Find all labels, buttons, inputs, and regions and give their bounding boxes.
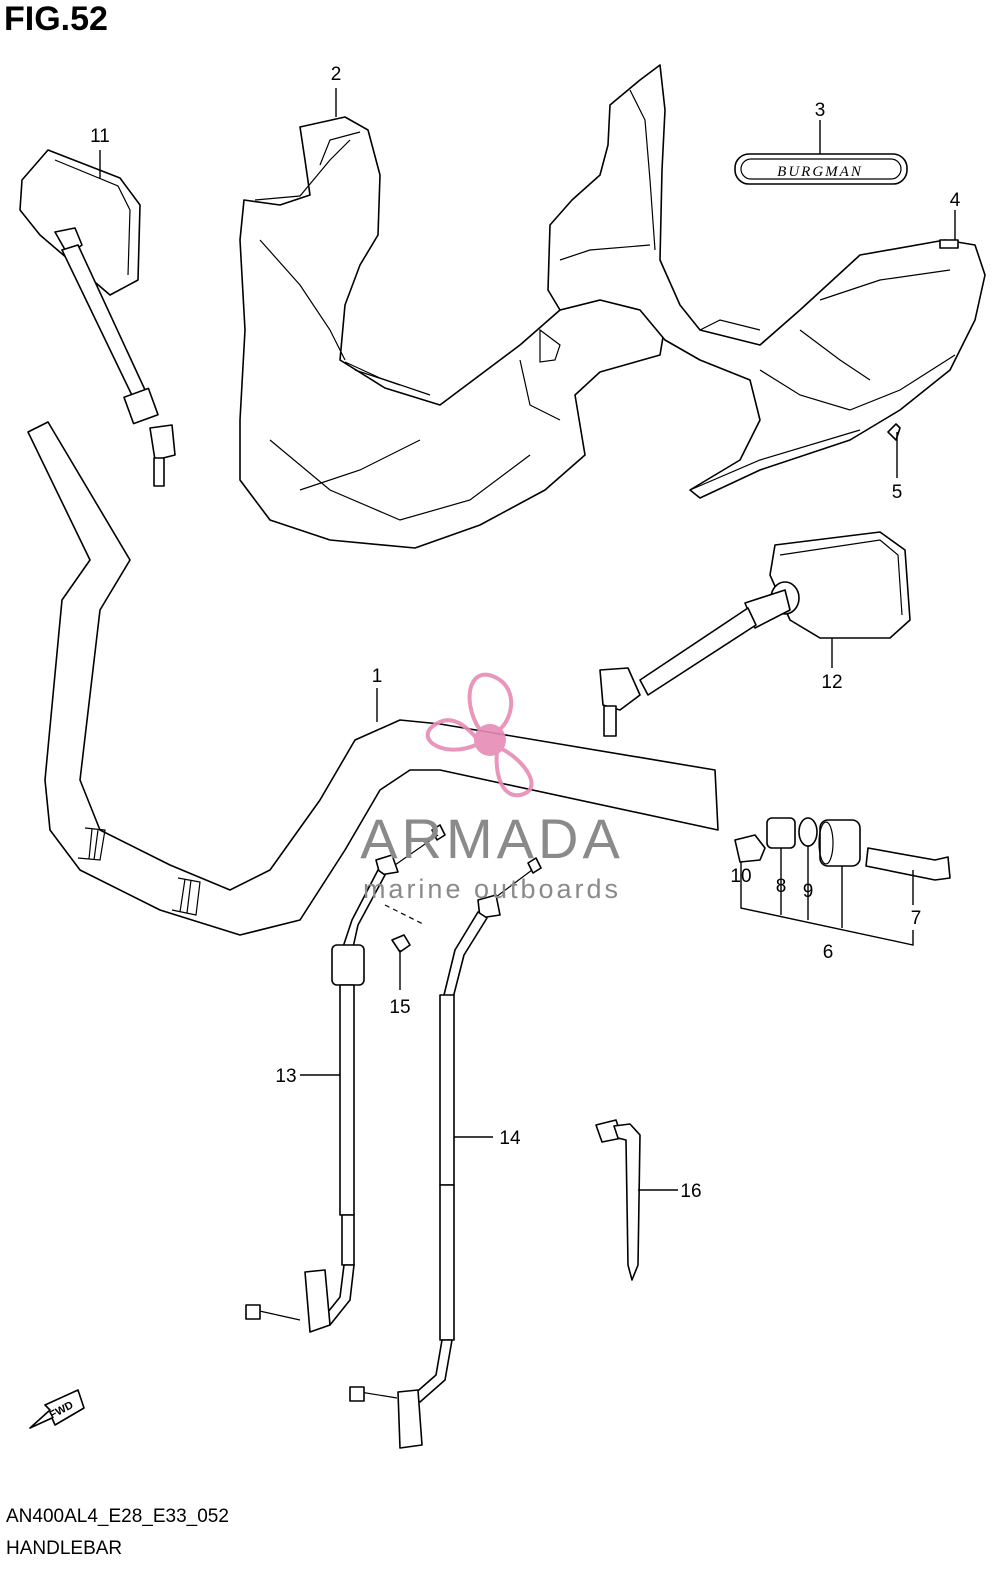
callout-14: 14 [499, 1128, 521, 1149]
part-7-bolt[interactable] [865, 847, 951, 881]
part-12-mirror-right[interactable] [599, 531, 911, 737]
part-10-nut[interactable] [734, 834, 766, 863]
callout-13: 13 [275, 1066, 296, 1087]
diagram-name: HANDLEBAR [6, 1538, 123, 1559]
part-16-harness[interactable] [595, 1119, 641, 1281]
callout-6: 6 [823, 942, 834, 963]
watermark-logo [425, 672, 534, 798]
callout-15: 15 [389, 997, 410, 1018]
emblem-text: BURGMAN [777, 164, 863, 180]
callout-9: 9 [803, 881, 814, 902]
part-3-emblem[interactable]: BURGMAN [734, 153, 908, 185]
callout-10: 10 [730, 866, 751, 887]
fwd-arrow-icon: FWD [29, 1389, 85, 1429]
part-14-cable[interactable] [349, 857, 542, 1449]
part-15-screw[interactable] [391, 934, 411, 953]
callout-16: 16 [680, 1181, 701, 1202]
callout-8: 8 [776, 876, 787, 897]
callout-3: 3 [815, 100, 826, 121]
diagram-code: AN400AL4_E28_E33_052 [6, 1506, 229, 1527]
callout-5: 5 [892, 482, 903, 503]
callout-7: 7 [911, 908, 922, 929]
callout-1: 1 [372, 666, 383, 687]
part-2-cover-left[interactable] [239, 116, 666, 549]
watermark-brand: ARMADA [360, 807, 624, 870]
part-13-cable[interactable] [245, 824, 446, 1333]
leader-lines [99, 88, 956, 1191]
part-8-spacer[interactable] [766, 817, 796, 849]
figure-title: FIG.52 [4, 0, 108, 38]
part-6-weight[interactable] [818, 819, 861, 867]
watermark-tagline: marine outboards [363, 874, 621, 904]
part-11-mirror-left[interactable] [19, 149, 176, 487]
part-1-handlebar[interactable] [27, 421, 719, 936]
callout-11: 11 [90, 126, 110, 147]
callout-4: 4 [950, 190, 961, 211]
part-5-screw[interactable] [887, 423, 901, 441]
callout-12: 12 [821, 672, 842, 693]
part-9-washer[interactable] [798, 817, 818, 847]
part-4-cover-right[interactable] [547, 64, 986, 499]
callout-2: 2 [331, 64, 342, 85]
